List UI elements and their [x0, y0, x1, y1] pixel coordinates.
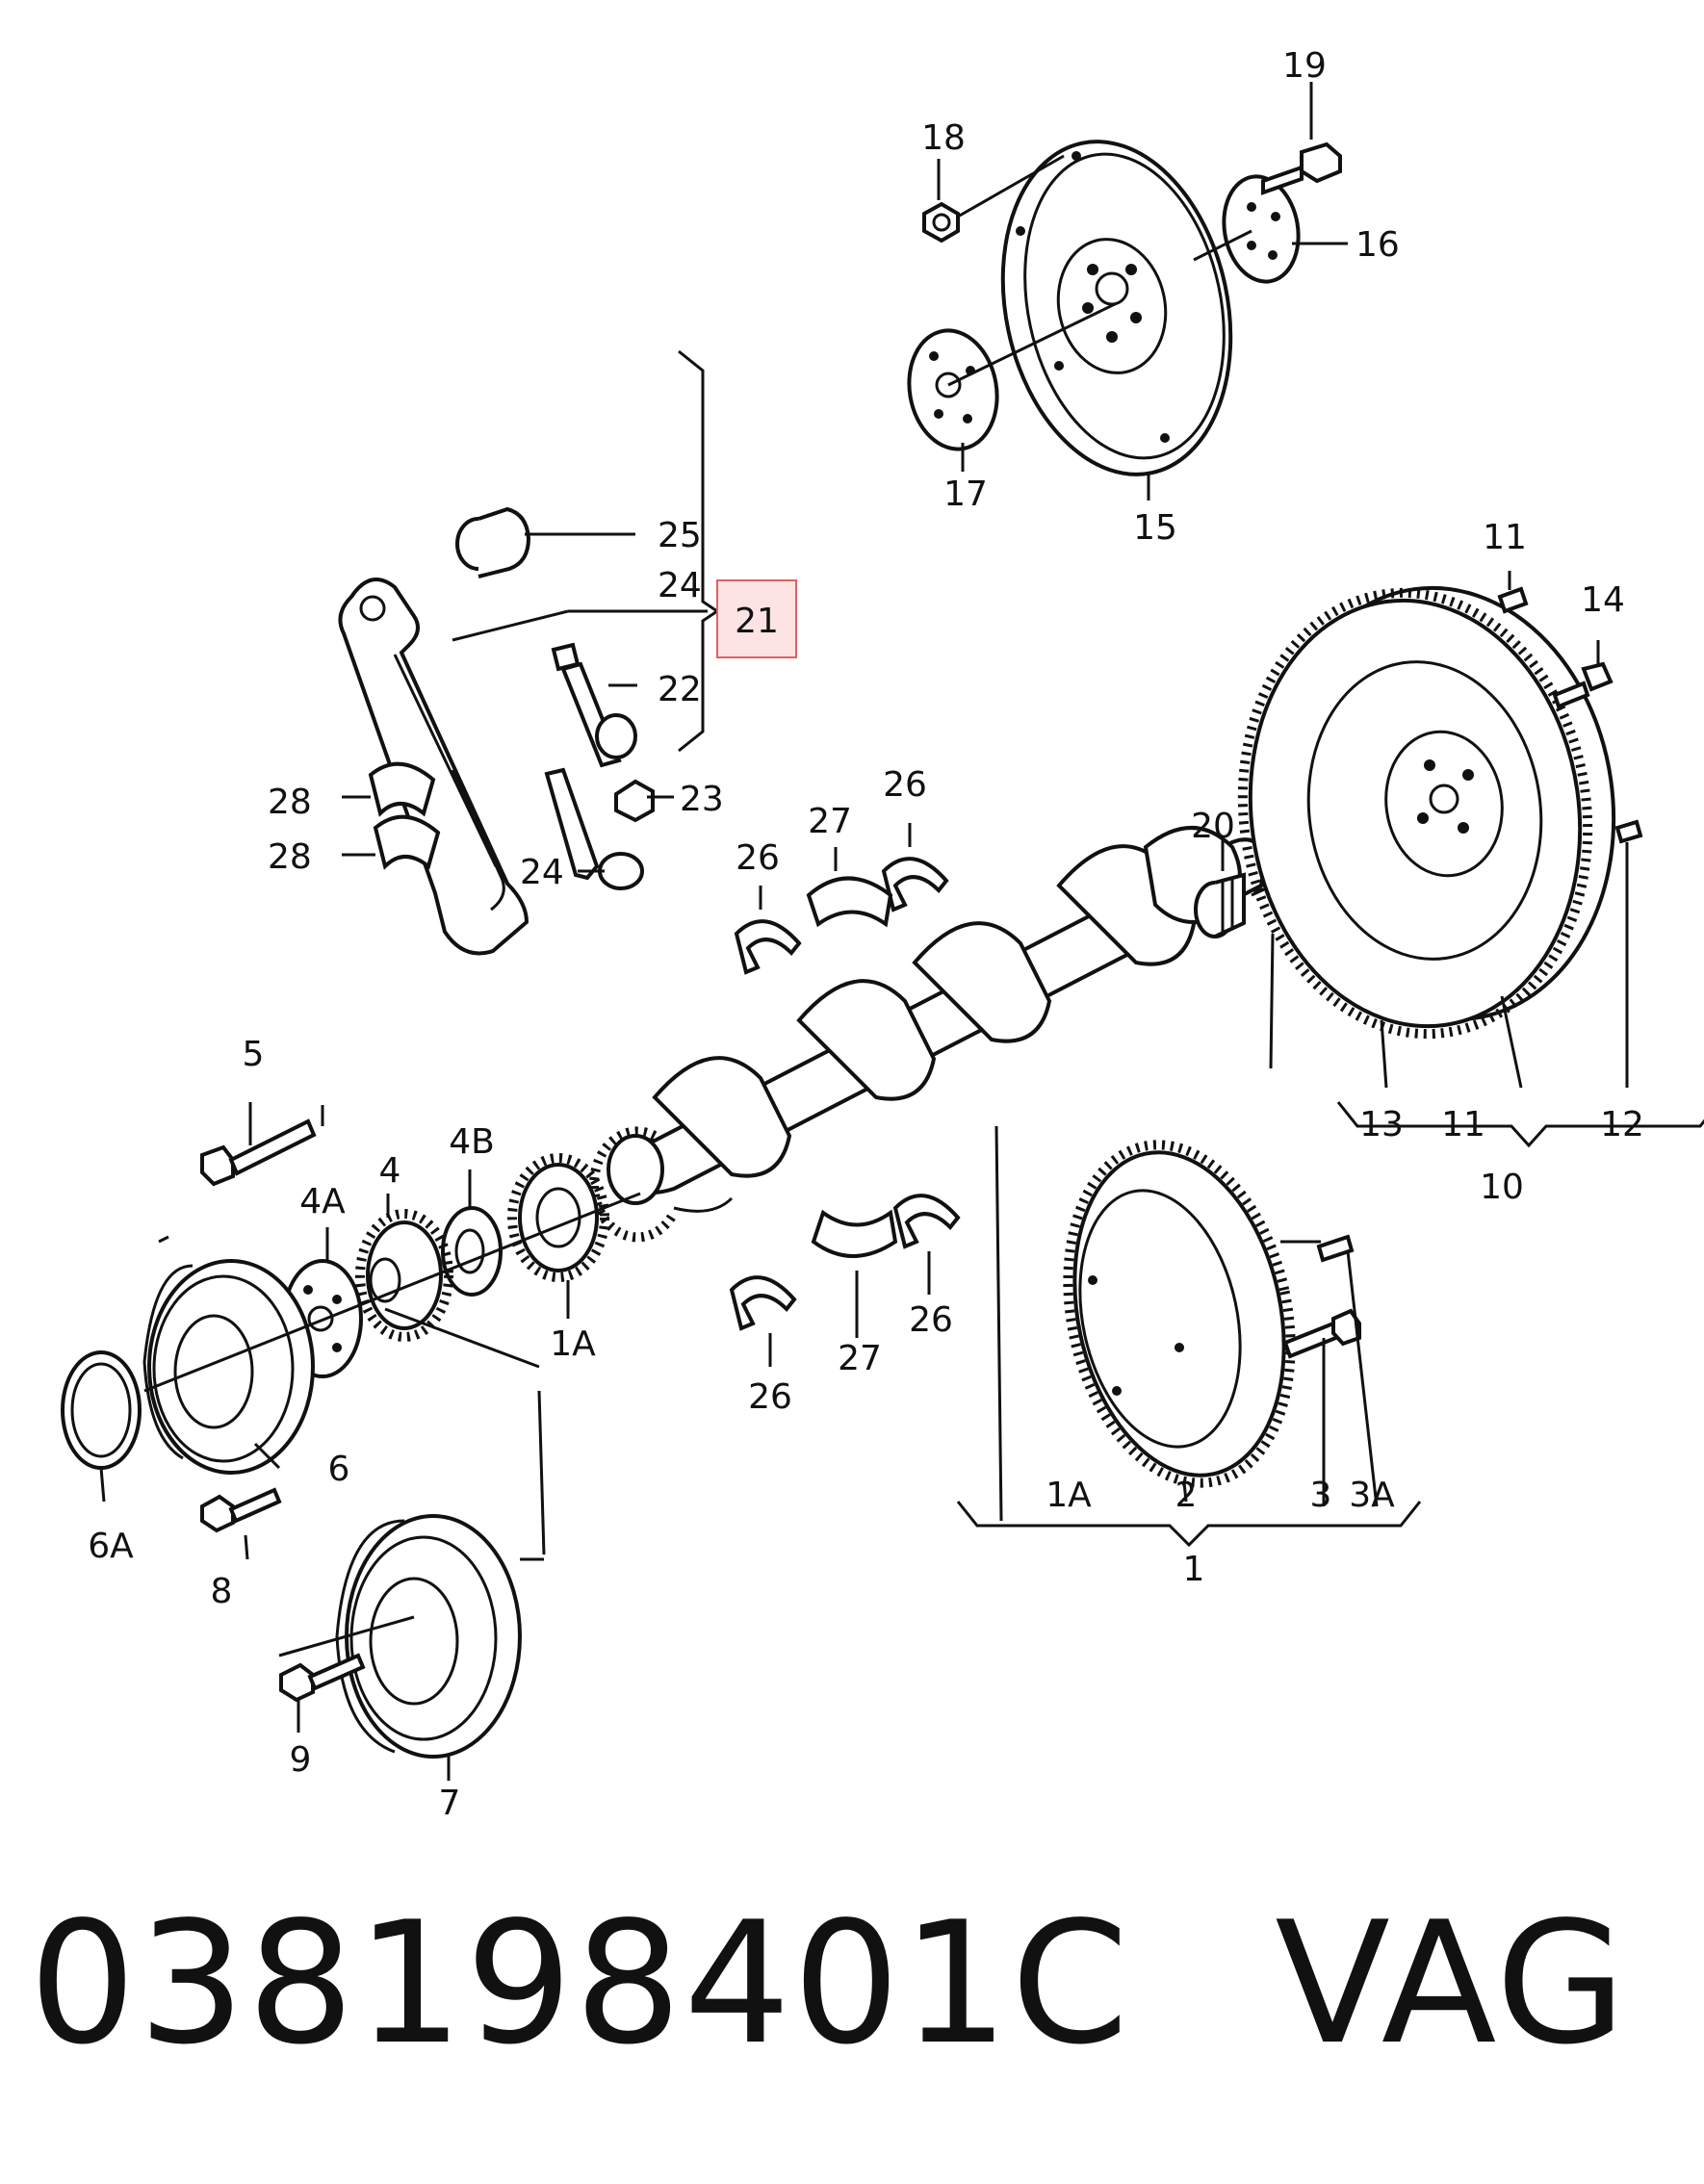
bolt-3 [1282, 1308, 1361, 1359]
label-25: 25 [658, 516, 702, 555]
label-24-top: 24 [658, 566, 702, 605]
label-21: 21 [735, 602, 779, 641]
bolt-9 [279, 1653, 366, 1703]
label-12: 12 [1600, 1105, 1644, 1144]
label-27-bottom: 27 [838, 1339, 882, 1378]
label-19: 19 [1282, 46, 1327, 86]
label-4b: 4B [449, 1122, 495, 1162]
flywheel-plate [1000, 140, 1233, 476]
drive-plate [1063, 1140, 1296, 1488]
seal-6a [61, 1350, 142, 1470]
shim-plate-left [907, 328, 999, 451]
label-15: 15 [1133, 508, 1177, 548]
label-6a: 6A [88, 1527, 134, 1566]
label-17: 17 [943, 475, 988, 514]
rod-bolt-24 [544, 767, 644, 890]
label-7: 7 [439, 1784, 461, 1823]
label-22: 22 [658, 670, 702, 709]
label-20: 20 [1191, 807, 1235, 846]
label-28-bottom: 28 [268, 837, 312, 877]
part-number: 038198401C [29, 1887, 1131, 2082]
thrust-washer-26 [729, 857, 961, 1331]
footer-caption: 038198401C VAG [29, 1887, 1628, 2082]
connecting-rod [338, 578, 529, 956]
pulley-7 [335, 1514, 522, 1759]
dowel-3a [1316, 1234, 1355, 1263]
bearing-shell-28 [368, 761, 441, 870]
gear-4 [355, 1209, 453, 1342]
label-8: 8 [211, 1572, 233, 1611]
label-28-top: 28 [268, 783, 312, 822]
dual-mass-flywheel [1237, 585, 1616, 1040]
bolt-5 [200, 1118, 317, 1187]
brand-name: VAG [1275, 1887, 1629, 2082]
label-1a-bottom: 1A [1046, 1476, 1092, 1515]
bolt-8 [200, 1487, 282, 1533]
label-1a-left: 1A [550, 1324, 596, 1364]
rod-bolt-22 [551, 642, 637, 768]
dowel-pin-11 [1497, 586, 1529, 614]
flywheel-nut [922, 201, 960, 244]
label-21-highlight[interactable]: 21 [716, 579, 797, 658]
label-11-bottom: 11 [1441, 1105, 1485, 1144]
needle-bearing-20 [1194, 872, 1246, 938]
label-26-d: 26 [748, 1377, 792, 1417]
label-4a: 4A [299, 1182, 346, 1221]
bolt-14 [1552, 661, 1614, 709]
label-5: 5 [243, 1035, 265, 1074]
label-1: 1 [1183, 1550, 1205, 1589]
shim-plate-right [1222, 174, 1301, 284]
crankshaft [589, 826, 1269, 1243]
vibration-damper-6 [142, 1259, 315, 1475]
label-11-top: 11 [1483, 518, 1527, 557]
label-26-c: 26 [909, 1300, 953, 1340]
label-18: 18 [921, 118, 966, 158]
label-3a: 3A [1349, 1476, 1395, 1515]
label-14: 14 [1581, 580, 1625, 620]
label-2: 2 [1175, 1476, 1198, 1515]
label-9: 9 [290, 1740, 312, 1780]
bearing-shell-27 [806, 876, 898, 1258]
label-23: 23 [680, 780, 724, 819]
shim-washer-4b [441, 1206, 503, 1297]
label-13: 13 [1359, 1105, 1404, 1144]
flywheel-bolt [1261, 141, 1342, 195]
label-6: 6 [328, 1450, 350, 1489]
label-4: 4 [379, 1151, 401, 1191]
sprocket-1a [507, 1153, 609, 1282]
label-27-top: 27 [808, 802, 852, 841]
rod-nut-23 [614, 779, 655, 823]
dowel-pin-12 [1614, 819, 1643, 844]
label-26-b: 26 [736, 838, 780, 878]
label-10: 10 [1480, 1168, 1524, 1207]
label-24-bottom: 24 [520, 853, 564, 892]
piston-pin-bush [455, 506, 531, 578]
label-3: 3 [1310, 1476, 1332, 1515]
label-16: 16 [1355, 225, 1400, 265]
label-26-a: 26 [883, 765, 927, 805]
